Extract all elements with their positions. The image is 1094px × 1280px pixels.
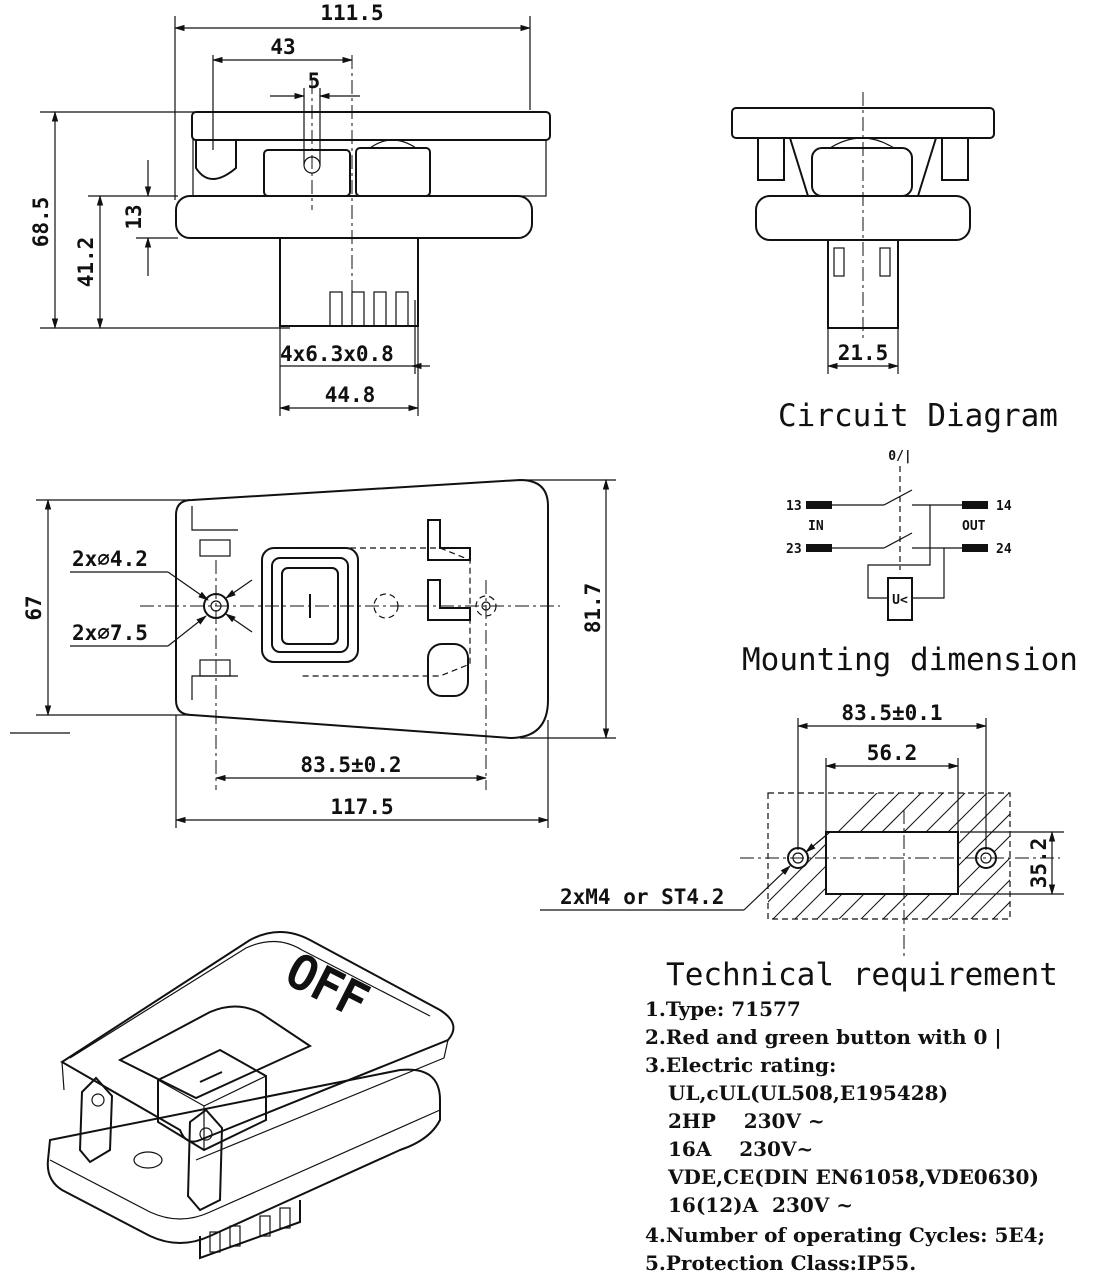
- technical-requirement: Technical requirement 1.Type: 71577 2.Re…: [645, 957, 1058, 1275]
- label-out: OUT: [962, 519, 986, 534]
- tech-line: 1.Type: 71577: [645, 997, 801, 1021]
- dim-41-2: 41.2: [74, 237, 98, 288]
- dim-43: 43: [270, 35, 295, 59]
- circuit-diagram: Circuit Diagram 0/| 13 14 23 24 IN OUT U…: [778, 398, 1058, 621]
- tech-line: 2.Red and green button with 0 |: [645, 1025, 1002, 1049]
- dim-111-5: 111.5: [320, 1, 383, 25]
- screw-label: 2xM4 or ST4.2: [560, 885, 724, 909]
- dim-35-2: 35.2: [1027, 838, 1051, 889]
- coil-label: U<: [892, 593, 908, 608]
- tech-title: Technical requirement: [666, 957, 1058, 993]
- terminal-14: [962, 501, 988, 509]
- label-14: 14: [996, 499, 1012, 514]
- dim-81-7: 81.7: [581, 583, 605, 634]
- dim-44-8: 44.8: [325, 383, 376, 407]
- mounting-title: Mounting dimension: [742, 642, 1078, 678]
- lid-off-text: OFF: [278, 943, 377, 1029]
- tech-line: 16(12)A 230V ~: [668, 1193, 853, 1217]
- label-in: IN: [808, 519, 824, 534]
- circuit-title: Circuit Diagram: [778, 398, 1058, 434]
- tech-line: UL,cUL(UL508,E195428): [668, 1081, 948, 1105]
- hole-large-label: 2x∅7.5: [72, 621, 148, 645]
- dim-68-5: 68.5: [29, 197, 53, 248]
- dim-83-5-mount: 83.5±0.1: [841, 701, 942, 725]
- tech-line: 4.Number of operating Cycles: 5E4;: [645, 1223, 1045, 1247]
- terminal-23: [806, 544, 832, 552]
- tech-line: 16A 230V~: [668, 1137, 813, 1161]
- terminal-24: [962, 544, 988, 552]
- tech-line: 2HP 230V ~: [668, 1109, 825, 1133]
- hatch-line: [948, 857, 1010, 919]
- tech-line: VDE,CE(DIN EN61058,VDE0630): [667, 1165, 1039, 1189]
- dim-83-5-top: 83.5±0.2: [300, 753, 401, 777]
- hatch-line: [992, 901, 1010, 919]
- tech-line: 5.Protection Class:IP55.: [645, 1251, 916, 1275]
- dim-67: 67: [22, 595, 46, 620]
- hatch-line: [1048, 780, 1094, 930]
- dim-13: 13: [122, 204, 146, 229]
- side-view: 21.5: [731, 92, 995, 374]
- dim-5: 5: [308, 69, 321, 93]
- terminal-13: [806, 501, 832, 509]
- hatch-line: [768, 793, 878, 903]
- label-13: 13: [786, 499, 802, 514]
- dim-117-5: 117.5: [330, 795, 393, 819]
- hatch-line: [904, 813, 1010, 919]
- hole-small-label: 2x∅4.2: [72, 547, 148, 571]
- switch-label: 0/|: [888, 449, 911, 464]
- dim-56-2: 56.2: [867, 741, 918, 765]
- front-view: 111.5 43 5 68.5 41.2 13 4x6.3x0.8: [29, 1, 551, 416]
- undervoltage-coil: [887, 577, 913, 621]
- tech-line: 3.Electric rating:: [645, 1053, 836, 1077]
- isometric-view: OFF: [46, 931, 455, 1260]
- dim-21-5: 21.5: [838, 341, 889, 365]
- mounting-dimension: Mounting dimension 83.5±0.1 56.2 35.2 2x…: [540, 642, 1094, 958]
- label-24: 24: [996, 542, 1012, 557]
- label-23: 23: [786, 542, 802, 557]
- hatch-line: [970, 879, 1010, 919]
- hatch-line: [1070, 780, 1094, 930]
- top-view: 2x∅4.2 2x∅7.5 67 81.7 83.5±0.2 117.5: [10, 478, 616, 828]
- dim-terminals: 4x6.3x0.8: [280, 342, 394, 366]
